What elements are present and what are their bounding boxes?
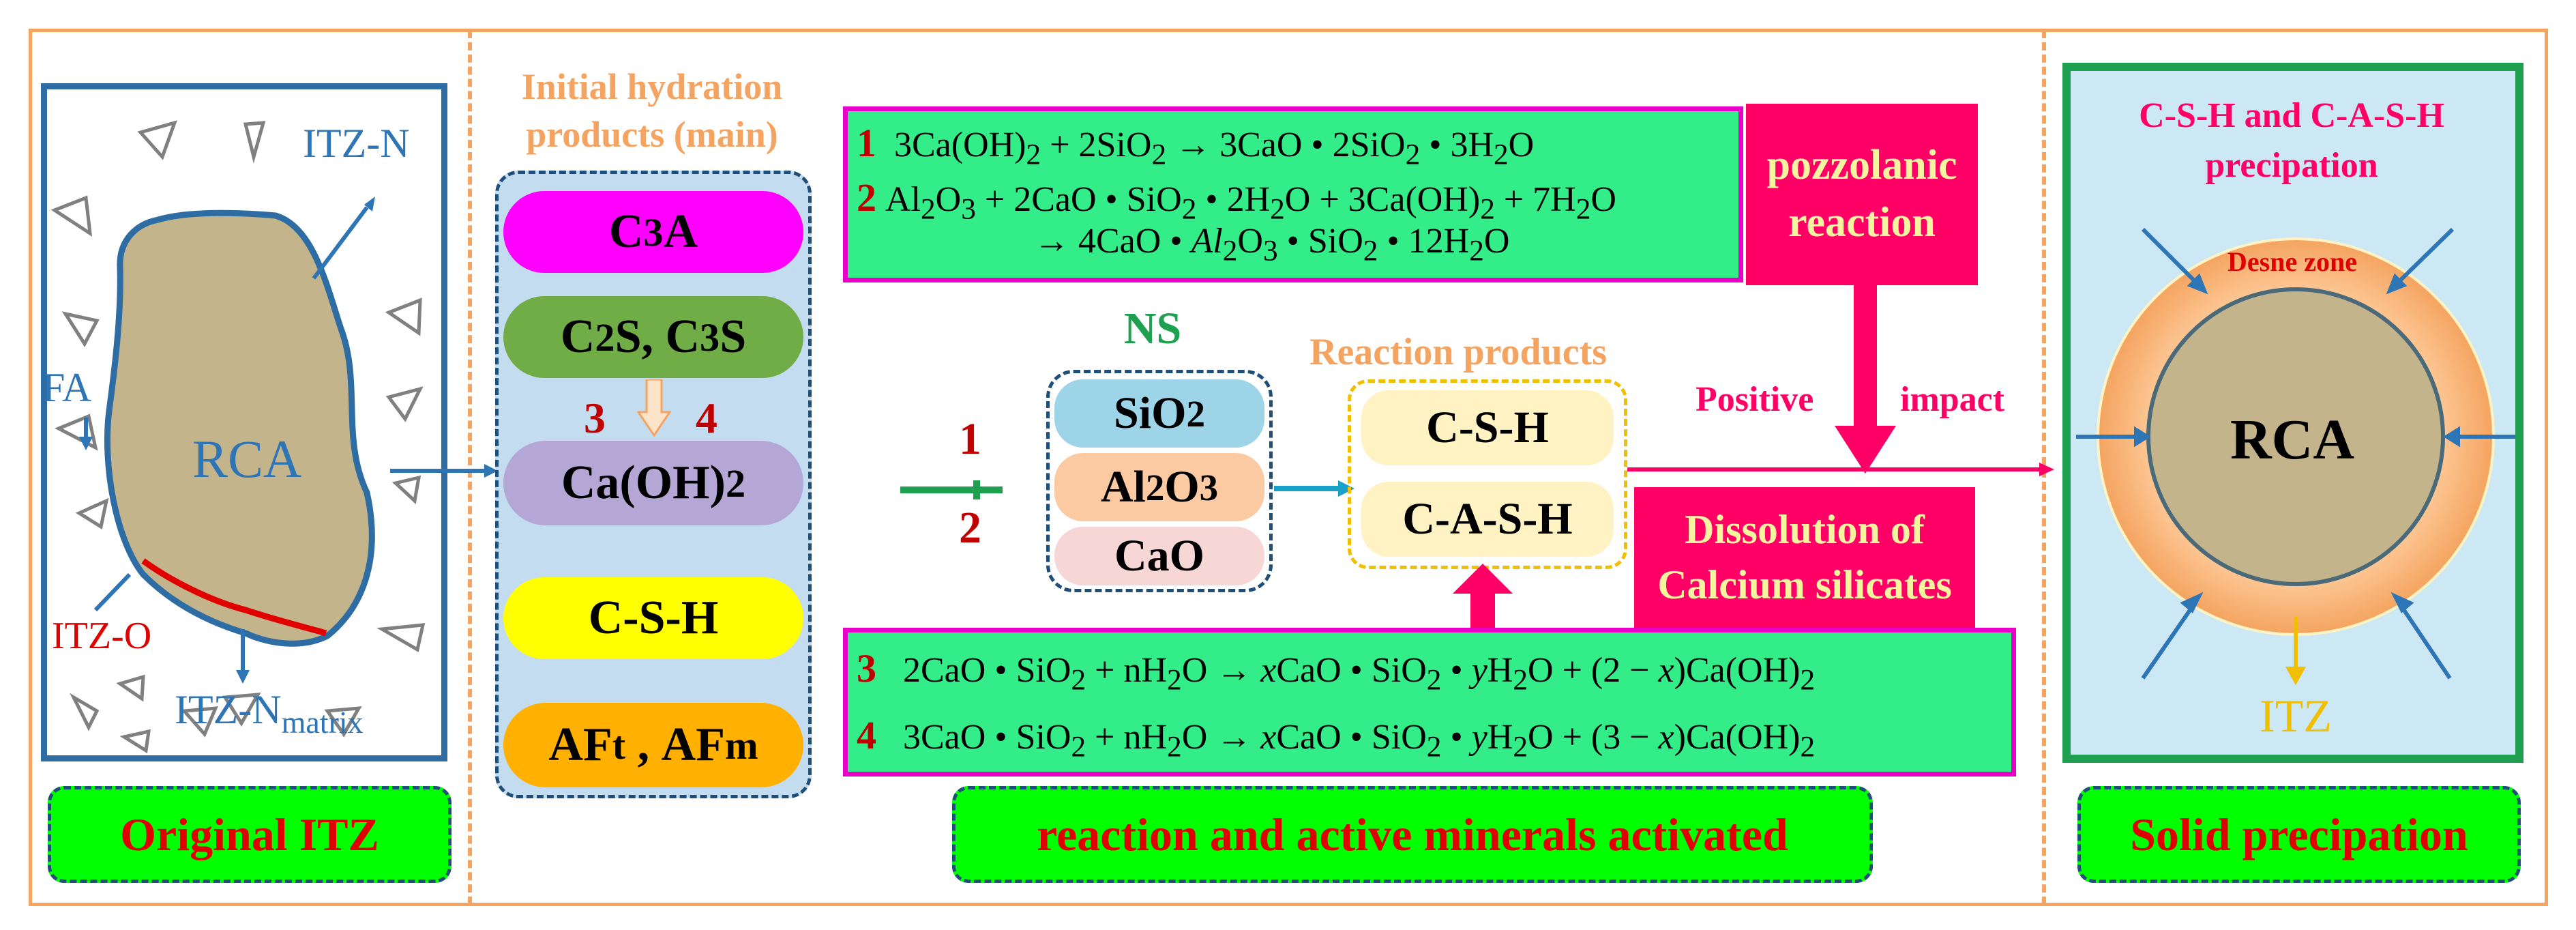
itz-o-line [141, 558, 327, 637]
product-cash-result: C-A-S-H [1361, 482, 1614, 557]
rca-particle [104, 209, 375, 647]
equation-2: 2 Al2O3 + 2CaO • SiO2 • 2H2O + 3Ca(OH)2 … [857, 175, 1616, 226]
fa-particles [50, 120, 426, 754]
input-cross [900, 480, 1003, 499]
ns-box [1046, 370, 1273, 592]
arrow-to-hydration [390, 464, 498, 478]
label-itz-n-top: ITZ-N [303, 121, 410, 166]
input-num-2: 2 [959, 503, 981, 553]
label-rca-panel4: RCA [2230, 408, 2354, 471]
input-num-1: 1 [959, 414, 981, 464]
equation-box-top [843, 106, 1743, 282]
label-rca: RCA [192, 429, 302, 489]
equation-box-bottom [843, 628, 2016, 776]
pozzolanic-arrow [1835, 285, 1896, 474]
dissolution-arrow [1453, 564, 1513, 640]
pozzolanic-reaction-box: pozzolanic reaction [1746, 104, 1978, 285]
ns-cao: CaO [1054, 527, 1264, 585]
figure-frame [29, 29, 2548, 906]
down-arrow-hydration [637, 379, 671, 437]
reaction-products-title: Reaction products [1309, 331, 1608, 373]
product-csh-result: C-S-H [1361, 390, 1614, 465]
caption-original-itz: Original ITZ [48, 786, 451, 883]
label-num-4: 4 [696, 394, 717, 442]
reaction-products-box [1348, 379, 1627, 569]
itz-illustration [50, 120, 426, 754]
label-dense-zone: Desne zone [2227, 246, 2357, 277]
panel4-title: C-S-H and C-A-S-H precipation [2139, 96, 2444, 185]
output-arrow [1627, 463, 2054, 476]
label-positive: Positive [1696, 380, 1814, 419]
caption-solid-precipation: Solid precipation [2077, 786, 2521, 883]
product-caoh2: Ca(OH)2 [503, 441, 803, 525]
product-csh: C-S-H [503, 577, 803, 659]
equation-1: 1 3Ca(OH)2 + 2SiO2 → 3CaO • 2SiO2 • 3H2O [857, 121, 1535, 171]
label-impact: impact [1900, 380, 2005, 419]
dissolution-box: Dissolution of Calcium silicates [1634, 487, 1975, 628]
label-num-3: 3 [584, 394, 606, 442]
label-itz-o: ITZ-O [52, 615, 152, 657]
label-itz: ITZ [2260, 690, 2332, 742]
divider-1 [468, 30, 472, 905]
equation-4: 4 3CaO • SiO2 + nH2O → xCaO • SiO2 • yH2… [857, 713, 1816, 764]
equation-2-cont: → 4CaO • Al2O3 • SiO2 • 12H2O [1034, 222, 1510, 267]
ns-title: NS [1123, 304, 1182, 353]
rca-itz-diagram [2076, 227, 2515, 686]
ns-to-products-arrow [1274, 480, 1354, 497]
label-fa: FA [42, 365, 92, 410]
label-itz-n-bottom: ITZ-Nmatrix [175, 687, 364, 740]
caption-reaction: reaction and active minerals activated [952, 786, 1873, 883]
equation-3: 3 2CaO • SiO2 + nH2O → xCaO • SiO2 • yH2… [857, 646, 1816, 697]
